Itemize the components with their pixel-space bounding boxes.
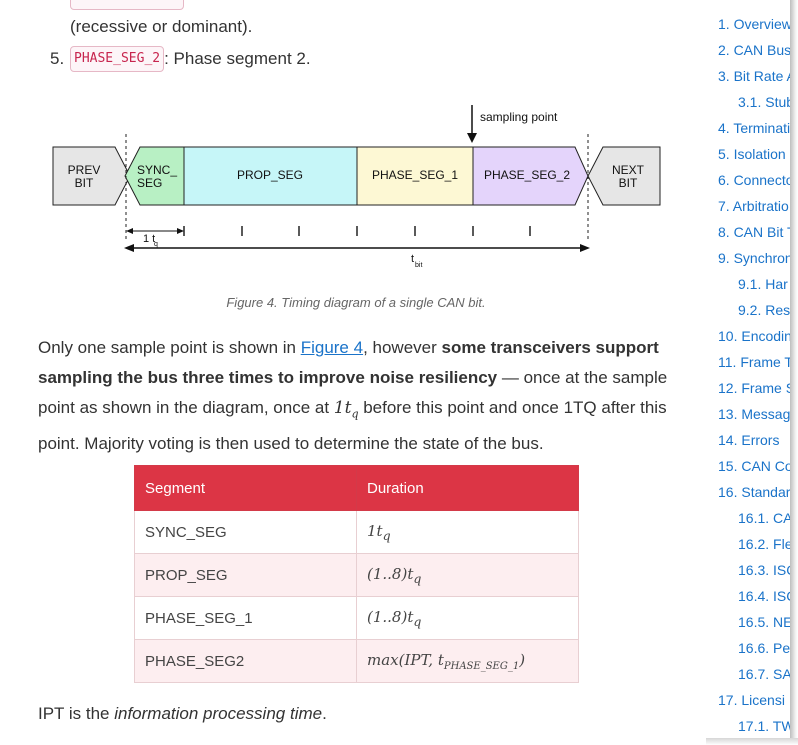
table-row: PHASE_SEG_1 (1..8)tq — [134, 596, 579, 640]
toc-item[interactable]: 1. Overview — [718, 16, 790, 32]
sync-seg-shape — [124, 146, 185, 206]
sync-seg-label-2: SEG — [137, 176, 162, 190]
sampling-point-arrowhead — [467, 133, 477, 143]
table-header-row: Segment Duration — [134, 465, 579, 511]
previous-code-chip — [70, 0, 184, 10]
prop-seg-label: PROP_SEG — [237, 168, 303, 182]
duration-cell: 1tq — [356, 510, 579, 554]
header-duration: Duration — [356, 465, 579, 511]
toc-item[interactable]: 16. Standar — [718, 484, 790, 500]
toc-item[interactable]: 16.2. Fle — [738, 536, 790, 552]
ipt-suffix: . — [322, 704, 327, 723]
toc-item[interactable]: 6. Connecto — [718, 172, 790, 188]
prev-bit-label-2: BIT — [75, 176, 94, 190]
toc-item[interactable]: 16.3. ISC — [738, 562, 790, 578]
list-item-text: : Phase segment 2. — [164, 49, 311, 68]
inline-code: PHASE_SEG_2 — [70, 46, 165, 72]
next-bit-shape — [587, 146, 661, 206]
toc-item[interactable]: 3. Bit Rate A — [718, 68, 790, 84]
duration-cell: max(IPT, tPHASE_SEG_1) — [356, 639, 579, 683]
phase-seg-2-label: PHASE_SEG_2 — [484, 168, 570, 182]
toc-item[interactable]: 16.6. Pe — [738, 640, 790, 656]
toc-item[interactable]: 17. Licensi — [718, 692, 785, 708]
toc-item[interactable]: 4. Terminati — [718, 120, 790, 136]
sampling-point-label: sampling point — [480, 110, 558, 124]
toc-shadow — [790, 0, 798, 745]
toc-item[interactable]: 13. Messag — [718, 406, 790, 422]
toc-item[interactable]: 2. CAN Bus — [718, 42, 790, 58]
toc-item[interactable]: 17.1. TW — [738, 718, 790, 734]
figure-4-link[interactable]: Figure 4 — [300, 338, 364, 357]
toc-item[interactable]: 5. Isolation — [718, 146, 786, 162]
figure-caption: Figure 4. Timing diagram of a single CAN… — [226, 295, 486, 310]
toc-bottom-edge — [706, 738, 798, 745]
table-row: PHASE_SEG2 max(IPT, tPHASE_SEG_1) — [134, 639, 579, 683]
paragraph-text-1: Only one sample point is shown in — [38, 338, 301, 357]
toc-item[interactable]: 9.1. Har — [738, 276, 788, 292]
list-item-phase-seg-2: 5. PHASE_SEG_2 : Phase segment 2. — [50, 46, 311, 72]
toc-item[interactable]: 15. CAN Co — [718, 458, 790, 474]
segment-duration-table: Segment Duration SYNC_SEG 1tq PROP_SEG (… — [134, 465, 579, 683]
toc-item[interactable]: 16.7. SA — [738, 666, 790, 682]
ipt-definition: IPT is the information processing time. — [38, 702, 327, 726]
table-row: SYNC_SEG 1tq — [134, 510, 579, 554]
toc-item[interactable]: 16.5. NE — [738, 614, 790, 630]
next-bit-label-2: BIT — [619, 176, 638, 190]
toc-item[interactable]: 7. Arbitratio — [718, 198, 789, 214]
segment-cell: SYNC_SEG — [134, 510, 357, 554]
one-tq-sub: q — [154, 241, 158, 248]
phase-seg-1-label: PHASE_SEG_1 — [372, 168, 458, 182]
toc-item[interactable]: 12. Frame S — [718, 380, 790, 396]
toc-item[interactable]: 8. CAN Bit T — [718, 224, 790, 240]
article-content: (recessive or dominant). 5. PHASE_SEG_2 … — [38, 0, 688, 726]
prev-bit-label-1: PREV — [68, 163, 101, 177]
next-bit-label-1: NEXT — [612, 163, 645, 177]
table-row: PROP_SEG (1..8)tq — [134, 553, 579, 597]
one-tq-label: 1 t — [143, 233, 155, 245]
sync-seg-label-1: SYNC_ — [137, 163, 177, 177]
tbit-label: t — [411, 253, 414, 265]
phase-seg-2-shape — [472, 146, 589, 206]
sampling-paragraph: Only one sample point is shown in Figure… — [38, 333, 688, 459]
table-of-contents: 1. Overview 2. CAN Bus 3. Bit Rate A 3.1. S… — [706, 0, 790, 740]
duration-cell: (1..8)tq — [356, 553, 579, 597]
toc-item[interactable]: 11. Frame T — [718, 354, 790, 370]
prop-seg-shape — [183, 146, 358, 206]
toc-item[interactable]: 16.4. ISC — [738, 588, 790, 604]
ipt-prefix: IPT is the — [38, 704, 115, 723]
previous-list-item-tail: (recessive or dominant). — [70, 17, 253, 36]
phase-seg-1-shape — [356, 146, 474, 206]
paragraph-bold: some transceivers support sampling the b… — [38, 338, 659, 387]
toc-item[interactable]: 9. Synchron — [718, 250, 790, 266]
prev-bit-shape — [52, 146, 131, 206]
list-number: 5. — [50, 49, 65, 68]
toc-item[interactable]: 3.1. Stub — [738, 94, 790, 110]
segment-cell: PHASE_SEG2 — [134, 639, 357, 683]
paragraph-text-2: , however — [363, 338, 442, 357]
toc-item[interactable]: 9.2. Res — [738, 302, 790, 318]
segment-cell: PROP_SEG — [134, 553, 357, 597]
paragraph-text-3: — once at the sample point as shown in t… — [38, 368, 668, 417]
time-quanta-ticks — [183, 226, 531, 236]
segment-cell: PHASE_SEG_1 — [134, 596, 357, 640]
duration-cell: (1..8)tq — [356, 596, 579, 640]
paragraph-text-4: before this point and once 1TQ after thi… — [38, 398, 667, 454]
ipt-term: information processing time — [114, 704, 323, 723]
toc-item[interactable]: 10. Encodin — [718, 328, 790, 344]
can-bit-timing-diagram: PREV BIT SYNC_ SEG PROP_SEG PHASE_SEG_1 … — [52, 105, 661, 269]
toc-item[interactable]: 14. Errors — [718, 432, 780, 448]
header-segment: Segment — [134, 465, 357, 511]
tbit-sub: bit — [415, 262, 422, 269]
inline-math-1tq: 1tq — [333, 398, 359, 421]
toc-item[interactable]: 16.1. CA — [738, 510, 790, 526]
